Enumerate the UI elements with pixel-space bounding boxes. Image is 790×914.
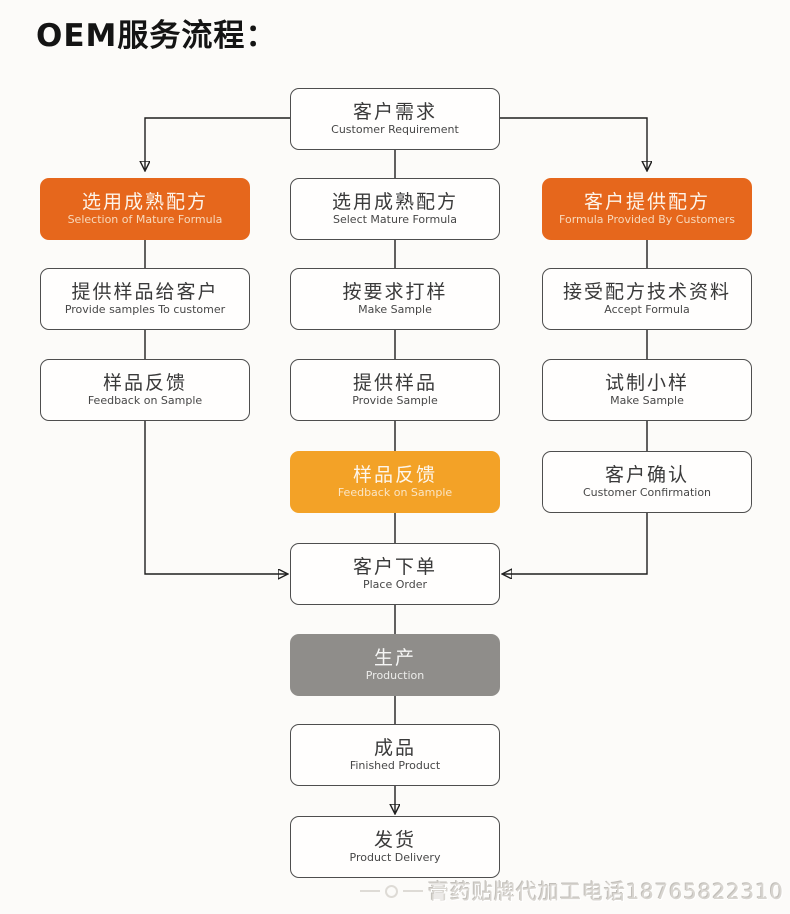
connector-path — [144, 421, 287, 574]
flow-node-feedback-on-sample-left: 样品反馈 Feedback on Sample — [40, 359, 250, 421]
flow-node-make-sample-as-required: 按要求打样 Make Sample — [290, 268, 500, 330]
flow-node-provide-samples-to-customer: 提供样品给客户 Provide samples To customer — [40, 268, 250, 330]
node-label-zh: 客户需求 — [352, 100, 437, 123]
watermark: 膏药贴牌代加工电话18765822310 — [360, 874, 784, 908]
node-label-zh: 选用成熟配方 — [331, 190, 458, 213]
watermark-text: 膏药贴牌代加工电话18765822310 — [428, 880, 784, 904]
node-label-en: Finished Product — [349, 759, 441, 773]
node-label-zh: 选用成熟配方 — [81, 190, 208, 213]
node-label-zh: 提供样品给客户 — [71, 280, 219, 303]
node-label-en: Feedback on Sample — [337, 486, 453, 500]
node-label-zh: 按要求打样 — [342, 280, 448, 303]
flow-node-finished-product: 成品 Finished Product — [290, 724, 500, 786]
watermark-scribble-icon — [385, 884, 399, 898]
node-label-en: Provide Sample — [352, 394, 438, 408]
node-label-zh: 样品反馈 — [102, 371, 187, 394]
node-label-en: Place Order — [362, 578, 427, 592]
connector-path — [145, 117, 290, 170]
flow-node-formula-provided-by-customers: 客户提供配方 Formula Provided By Customers — [542, 178, 752, 240]
node-label-en: Accept Formula — [604, 303, 690, 317]
watermark-dash-icon — [360, 890, 381, 892]
node-label-zh: 样品反馈 — [352, 463, 437, 486]
flow-node-accept-formula: 接受配方技术资料 Accept Formula — [542, 268, 752, 330]
flow-node-place-order: 客户下单 Place Order — [290, 543, 500, 605]
node-label-zh: 客户下单 — [352, 555, 437, 578]
node-label-zh: 客户确认 — [604, 463, 689, 486]
watermark-dash-icon — [403, 890, 424, 892]
flow-node-production: 生产 Production — [290, 634, 500, 696]
node-label-en: Formula Provided By Customers — [559, 213, 735, 227]
flow-node-provide-sample: 提供样品 Provide Sample — [290, 359, 500, 421]
flow-node-product-delivery: 发货 Product Delivery — [290, 816, 500, 878]
node-label-en: Product Delivery — [349, 851, 441, 865]
node-label-zh: 试制小样 — [604, 371, 689, 394]
flow-node-customer-requirement: 客户需求 Customer Requirement — [290, 88, 500, 150]
node-label-zh: 发货 — [373, 828, 416, 851]
page-title: OEM服务流程： — [36, 18, 278, 54]
flow-node-feedback-on-sample-center: 样品反馈 Feedback on Sample — [290, 451, 500, 513]
node-label-en: Customer Confirmation — [582, 486, 712, 500]
node-label-en: Select Mature Formula — [333, 213, 457, 227]
node-label-zh: 提供样品 — [352, 371, 437, 394]
flow-node-selection-of-mature-formula: 选用成熟配方 Selection of Mature Formula — [40, 178, 250, 240]
node-label-en: Production — [365, 669, 425, 683]
connector-path — [500, 117, 647, 170]
node-label-zh: 接受配方技术资料 — [562, 280, 731, 303]
node-label-en: Make Sample — [358, 303, 432, 317]
flow-node-make-small-sample: 试制小样 Make Sample — [542, 359, 752, 421]
node-label-zh: 成品 — [373, 736, 416, 759]
node-label-zh: 生产 — [373, 646, 416, 669]
connector-path — [503, 513, 648, 574]
flow-node-select-mature-formula: 选用成熟配方 Select Mature Formula — [290, 178, 500, 240]
node-label-zh: 客户提供配方 — [583, 190, 710, 213]
node-label-en: Provide samples To customer — [64, 303, 226, 317]
node-label-en: Customer Requirement — [331, 123, 459, 137]
node-label-en: Selection of Mature Formula — [67, 213, 223, 227]
node-label-en: Make Sample — [610, 394, 684, 408]
flow-node-customer-confirmation: 客户确认 Customer Confirmation — [542, 451, 752, 513]
node-label-en: Feedback on Sample — [87, 394, 203, 408]
